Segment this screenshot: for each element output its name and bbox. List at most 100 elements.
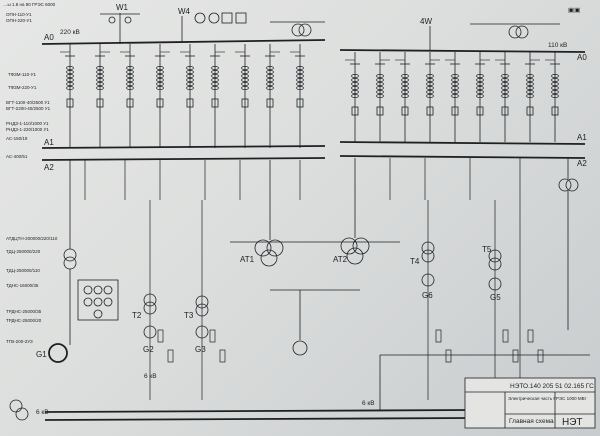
- current-transformer-coil: [266, 70, 274, 74]
- block-t2: T2 G2: [132, 293, 157, 354]
- circuit-breaker: [66, 98, 74, 108]
- current-transformer-coil: [211, 66, 219, 70]
- legend-vgt-110: ВГТ-110II-40/2500 У1: [6, 100, 50, 105]
- current-transformer-coil: [211, 82, 219, 86]
- bus-a1-left: [41, 145, 326, 149]
- legend-tfzm-220: ТФЗМ-220-У1: [8, 85, 37, 90]
- reactor: [445, 349, 452, 363]
- bus-label-a1-right: A1: [577, 133, 587, 142]
- bus-label-a2-right: A2: [577, 159, 587, 168]
- current-transformer-coil: [96, 66, 104, 70]
- circuit-breaker: [401, 106, 409, 116]
- bus-label-a0-right: A0: [577, 53, 587, 62]
- autotransformer-at1: AT1: [230, 160, 300, 267]
- current-transformer-coil: [476, 82, 484, 86]
- current-transformer-coil: [211, 86, 219, 90]
- legend-tgv: ТГВ-200-2УЗ: [6, 339, 33, 344]
- top-left-transformer: [270, 21, 325, 37]
- voltage-label-right: 110 кВ: [548, 42, 567, 49]
- label-g1: G1: [36, 350, 47, 359]
- current-transformer-coil: [426, 86, 434, 90]
- current-transformer-coil: [476, 78, 484, 82]
- current-transformer-coil: [401, 74, 409, 78]
- current-transformer-coil: [451, 94, 459, 98]
- current-transformer-coil: [126, 82, 134, 86]
- current-transformer-coil: [401, 78, 409, 82]
- current-transformer-coil: [426, 82, 434, 86]
- corner-mark: ▣▣: [568, 7, 580, 14]
- legend-trdns-35: ТРДНС-25000/35: [6, 309, 42, 314]
- block-t4: T4 G6: [410, 241, 435, 300]
- bus-label-a2-left: A2: [44, 163, 54, 172]
- line-label-w1: W1: [116, 3, 129, 12]
- current-transformer-coil: [426, 94, 434, 98]
- current-transformer-coil: [296, 86, 304, 90]
- current-transformer-coil: [96, 74, 104, 78]
- current-transformer-coil: [451, 86, 459, 90]
- current-transformer-coil: [476, 90, 484, 94]
- current-transformer-coil: [66, 74, 74, 78]
- current-transformer-coil: [451, 78, 459, 82]
- current-transformer-coil: [96, 86, 104, 90]
- legend-atdctn: АТДЦТН-200000/220/110: [6, 236, 58, 241]
- reactor: [209, 329, 216, 343]
- bus-a2-left: [41, 157, 326, 161]
- current-transformer-coil: [266, 78, 274, 82]
- current-transformer-coil: [476, 86, 484, 90]
- legend-ac-150: АС-150/19: [6, 136, 28, 141]
- title-org: НЭТ: [562, 417, 583, 428]
- line-w4: W4: [178, 7, 247, 42]
- current-transformer-coil: [426, 74, 434, 78]
- voltage-label-left: 220 кВ: [60, 29, 80, 36]
- current-transformer-coil: [211, 78, 219, 82]
- header-scribble: …ы 1.8 на 90 ГРЭС 6000: [3, 2, 56, 7]
- bus-label-a0-left: A0: [44, 33, 54, 42]
- circuit-breaker: [426, 106, 434, 116]
- current-transformer-coil: [126, 70, 134, 74]
- current-transformer-coil: [296, 66, 304, 70]
- current-transformer-coil: [376, 74, 384, 78]
- legend-trdns-20: ТРДНС-25000/20: [6, 318, 42, 323]
- current-transformer-coil: [351, 86, 359, 90]
- title-sheet: Главная схема: [509, 418, 554, 425]
- current-transformer-coil: [451, 74, 459, 78]
- current-transformer-coil: [241, 70, 249, 74]
- current-transformer-coil: [296, 82, 304, 86]
- current-transformer-coil: [551, 90, 559, 94]
- bus-a0-right: [339, 49, 586, 53]
- current-transformer-coil: [551, 82, 559, 86]
- current-transformer-coil: [476, 94, 484, 98]
- reactor: [512, 349, 519, 363]
- current-transformer-coil: [401, 90, 409, 94]
- current-transformer-coil: [96, 82, 104, 86]
- circuit-breaker: [156, 98, 164, 108]
- current-transformer-coil: [551, 74, 559, 78]
- current-transformer-coil: [476, 74, 484, 78]
- reactor: [527, 329, 534, 343]
- line-label-w4: W4: [178, 7, 191, 16]
- label-g3: G3: [195, 345, 206, 354]
- current-transformer-coil: [501, 78, 509, 82]
- current-transformer-coil: [351, 78, 359, 82]
- bus-a2-right: [339, 155, 586, 159]
- current-transformer-coil: [501, 86, 509, 90]
- legend-tdc-110: ТДЦ-250000/110: [6, 268, 40, 273]
- title-code: НЭТО.140 205 51 02.165 ГС: [510, 383, 594, 390]
- reactor: [167, 349, 174, 363]
- bus-a0-left: [41, 39, 326, 45]
- current-transformer-coil: [266, 82, 274, 86]
- legend-ac-400: АС-400/51: [6, 154, 28, 159]
- generator-g1-block: АТДЦТН-200000/220/110 ТДЦ-250000/220 ТДЦ…: [6, 160, 119, 421]
- current-transformer-coil: [66, 86, 74, 90]
- circuit-breaker: [186, 98, 194, 108]
- current-transformer-coil: [241, 78, 249, 82]
- current-transformer-coil: [401, 82, 409, 86]
- current-transformer-coil: [186, 74, 194, 78]
- circuit-breaker: [241, 98, 249, 108]
- current-transformer-coil: [296, 74, 304, 78]
- circuit-breaker: [126, 98, 134, 108]
- line-4w: 4W: [420, 17, 560, 50]
- label-6kv-center: 6 кВ: [144, 373, 157, 380]
- current-transformer-coil: [351, 94, 359, 98]
- current-transformer-coil: [426, 78, 434, 82]
